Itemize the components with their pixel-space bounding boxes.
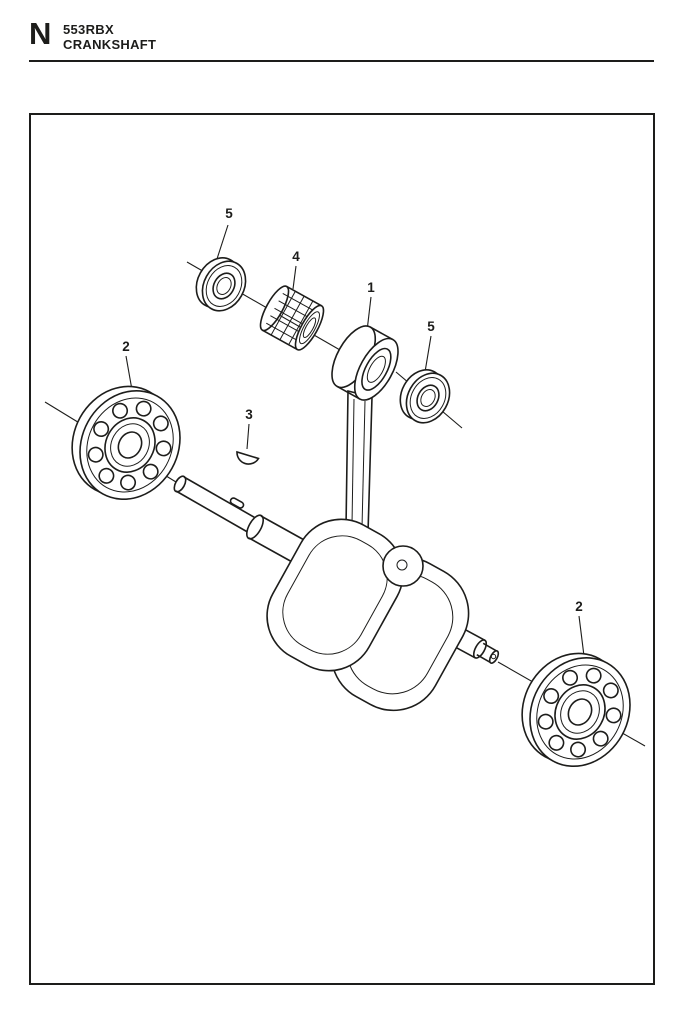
oil-seal-left (186, 249, 255, 320)
model-number: 553RBX (63, 22, 114, 37)
connecting-rod (345, 389, 373, 534)
crankshaft-left-shaft (173, 475, 307, 564)
woodruff-key (236, 450, 260, 465)
callout-1: 1 (367, 280, 375, 295)
oil-seal-right (390, 361, 459, 432)
section-letter: N (29, 16, 52, 51)
callouts: 5 4 1 5 2 3 2 (122, 206, 583, 614)
connecting-rod-big-end (331, 325, 399, 401)
ball-bearing-right (502, 634, 650, 786)
callout-2-right: 2 (575, 599, 583, 614)
diagram-border (29, 113, 655, 985)
callout-4: 4 (292, 249, 300, 264)
callout-2-left: 2 (122, 339, 130, 354)
ball-bearing-left (52, 367, 200, 519)
crank-web-left (266, 518, 404, 672)
callout-3: 3 (245, 407, 253, 422)
callout-5-right: 5 (427, 319, 435, 334)
page-title: CRANKSHAFT (63, 37, 157, 52)
crank-pin-boss (382, 545, 424, 587)
header-divider (29, 60, 654, 62)
keyway-slot (229, 497, 245, 509)
callout-5-left: 5 (225, 206, 233, 221)
needle-bearing-cage (259, 285, 325, 351)
